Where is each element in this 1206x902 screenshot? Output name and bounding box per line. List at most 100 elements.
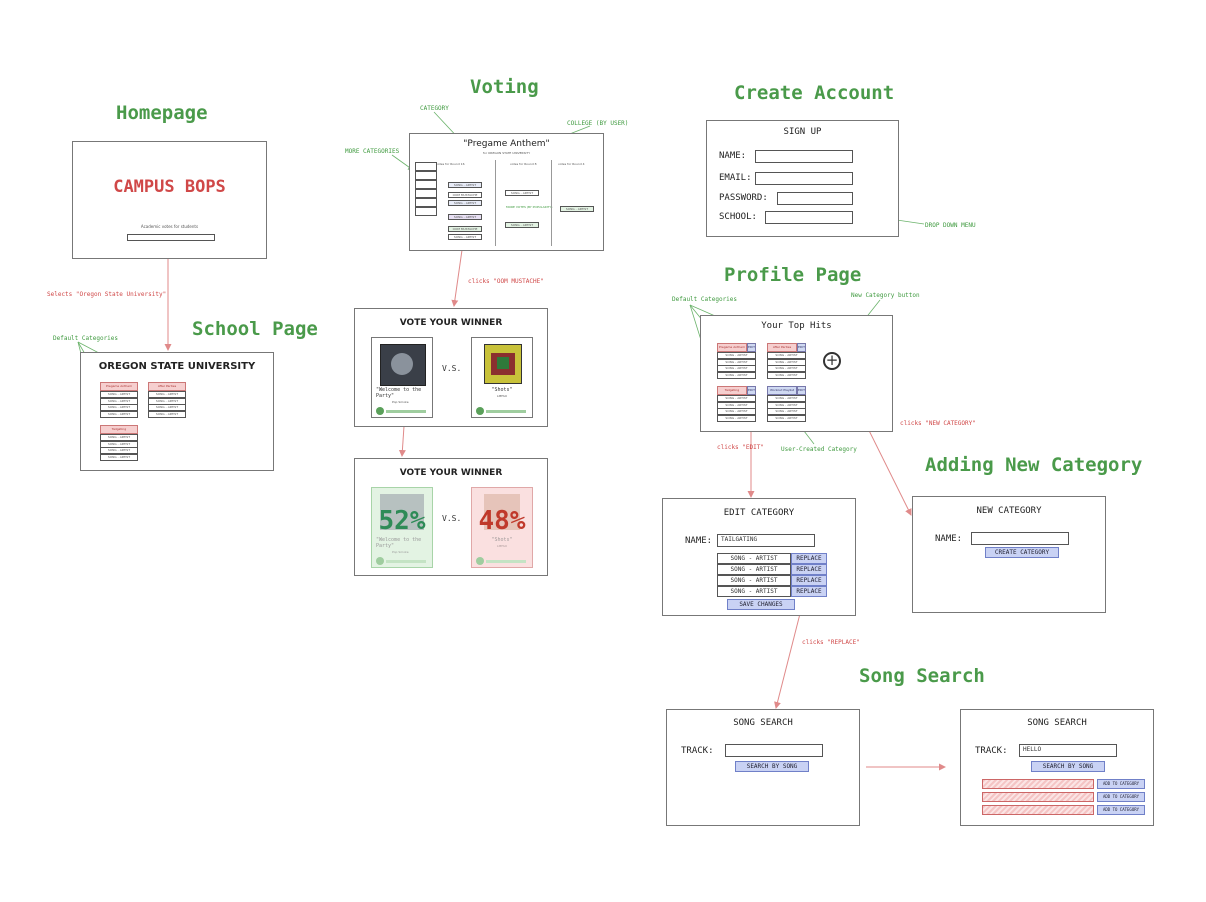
result-vs-label: V.S. [442,514,462,523]
bracket-final-slot[interactable]: SONG - ARTIST [560,206,594,212]
vs-label: V.S. [442,364,462,373]
vote-winner-title: VOTE YOUR WINNER [399,318,503,328]
result-right-play-icon [476,557,484,565]
bracket-round2-slot[interactable]: SONG - ARTIST [505,222,539,228]
profile-edit-button[interactable]: EDIT [747,386,756,395]
school-category-header[interactable]: Pregame Anthem [100,382,138,391]
voting-title: Voting [470,76,539,98]
signup-name-input[interactable] [755,150,853,163]
profile-edit-button[interactable]: EDIT [797,343,806,352]
right-play-icon[interactable] [476,407,484,415]
school-song-row: SONG - ARTIST [100,453,138,461]
voting-category-title: "Pregame Anthem" [463,139,550,149]
bracket-divider [495,160,496,246]
replace-button[interactable]: REPLACE [791,553,827,564]
bracket-song-slot[interactable]: OOM MUSTACHE [448,192,482,198]
edit-song-row: SONG - ARTIST [717,564,791,575]
bracket-song-slot[interactable]: SONG - ARTIST [448,214,482,220]
annotation-drop-down-menu: DROP DOWN MENU [925,222,976,229]
edit-category-frame: EDIT CATEGORY NAME: TAILGATING SONG - AR… [662,498,856,616]
edit-name-input[interactable]: TAILGATING [717,534,815,547]
search-result-row [982,792,1094,802]
profile-song-row: SONG - ARTIST [767,414,806,422]
song-search-1-track-input[interactable] [725,744,823,757]
vote-result-frame: VOTE YOUR WINNER 52% "Welcome to the Par… [354,458,548,576]
more-categories-item[interactable] [415,198,437,207]
bracket-song-slot[interactable]: SONG - ARTIST [448,234,482,240]
right-song-card[interactable]: "Shots" LMFAO [471,337,533,418]
left-song-card[interactable]: "Welcome to the Party" Pop Smoke [371,337,433,418]
add-to-category-button[interactable]: ADD TO CATEGORY [1097,792,1145,802]
save-changes-button[interactable]: SAVE CHANGES [727,599,795,610]
school-name: OREGON STATE UNIVERSITY [98,361,256,372]
annotation-new-category-button: New Category button [851,292,920,299]
bracket-song-slot[interactable]: SONG - ARTIST [448,200,482,206]
homepage-frame: CAMPUS BOPS Academic votes for students [72,141,267,259]
song-search-frame-2: SONG SEARCH TRACK: HELLO SEARCH BY SONG … [960,709,1154,826]
add-to-category-button[interactable]: ADD TO CATEGORY [1097,779,1145,789]
school-category-header[interactable]: After Parties [148,382,186,391]
new-category-name-input[interactable] [971,532,1069,545]
more-categories-item[interactable] [415,162,437,171]
school-song-row: SONG - ARTIST [100,410,138,418]
annotation-clicks-new-category: clicks "NEW CATEGORY" [900,420,976,427]
edit-name-label: NAME: [685,536,713,546]
signup-email-input[interactable] [755,172,853,185]
edit-song-row: SONG - ARTIST [717,575,791,586]
vote-winner-frame: VOTE YOUR WINNER "Welcome to the Party" … [354,308,548,427]
result-left-percent: 52% [378,506,426,536]
more-categories-item[interactable] [415,180,437,189]
profile-category-header: After Parties [767,343,797,352]
result-right-album-art [484,494,520,530]
new-category-name-label: NAME: [935,534,963,544]
song-search-2-button[interactable]: SEARCH BY SONG [1031,761,1105,772]
signup-school-label: SCHOOL: [719,212,757,222]
school-song-row: SONG - ARTIST [148,410,186,418]
add-to-category-button[interactable]: ADD TO CATEGORY [1097,805,1145,815]
school-page-title: School Page [192,318,318,340]
profile-song-row: SONG - ARTIST [717,414,756,422]
annotation-college-by-user: COLLEGE (BY USER) [567,120,629,127]
right-progress-bar [486,410,526,413]
left-play-icon[interactable] [376,407,384,415]
song-search-1-title: SONG SEARCH [733,718,793,728]
left-progress-bar [386,410,426,413]
song-search-2-track-input[interactable]: HELLO [1019,744,1117,757]
new-category-plus-icon[interactable]: + [823,352,841,370]
bracket-more-votes: MORE VOTES (BY POPULARITY) [506,205,553,209]
signup-school-dropdown[interactable] [765,211,853,224]
bracket-song-slot[interactable]: OOM MUSTACHE [448,226,482,232]
result-left-album-art [380,494,424,530]
school-search-input[interactable] [127,234,215,241]
result-right-percent: 48% [478,506,526,536]
profile-edit-button[interactable]: EDIT [797,386,806,395]
signup-frame: SIGN UP NAME: EMAIL: PASSWORD: SCHOOL: [706,120,899,237]
bracket-song-slot[interactable]: SONG - ARTIST [448,182,482,188]
school-category-header[interactable]: Tailgating [100,425,138,434]
right-song-title: "Shots" [491,387,513,393]
left-song-title: "Welcome to the Party" [376,387,422,399]
left-artist: Pop Smoke [392,400,409,404]
profile-category-header: Pregame Anthem [717,343,747,352]
signup-password-input[interactable] [777,192,853,205]
profile-edit-button[interactable]: EDIT [747,343,756,352]
annotation-default-categories-profile: Default Categories [672,296,738,303]
annotation-clicks-edit: clicks "EDIT" [717,444,764,451]
adding-new-category-title: Adding New Category [925,454,1143,476]
result-right-progress-bar [486,560,526,563]
replace-button[interactable]: REPLACE [791,586,827,597]
create-category-button[interactable]: CREATE CATEGORY [985,547,1059,558]
more-categories-item[interactable] [415,171,437,180]
more-categories-item[interactable] [415,189,437,198]
bracket-round2-slot[interactable]: SONG - ARTIST [505,190,539,196]
result-left-artist: Pop Smoke [392,550,409,554]
more-categories-item[interactable] [415,207,437,216]
song-search-2-title: SONG SEARCH [1027,718,1087,728]
replace-button[interactable]: REPLACE [791,564,827,575]
new-category-frame: NEW CATEGORY NAME: CREATE CATEGORY [912,496,1106,613]
song-search-1-button[interactable]: SEARCH BY SONG [735,761,809,772]
song-search-title: Song Search [859,665,985,687]
replace-button[interactable]: REPLACE [791,575,827,586]
profile-category-header: Workout Playlist [767,386,797,395]
homepage-tagline: Academic votes for students [140,224,199,229]
